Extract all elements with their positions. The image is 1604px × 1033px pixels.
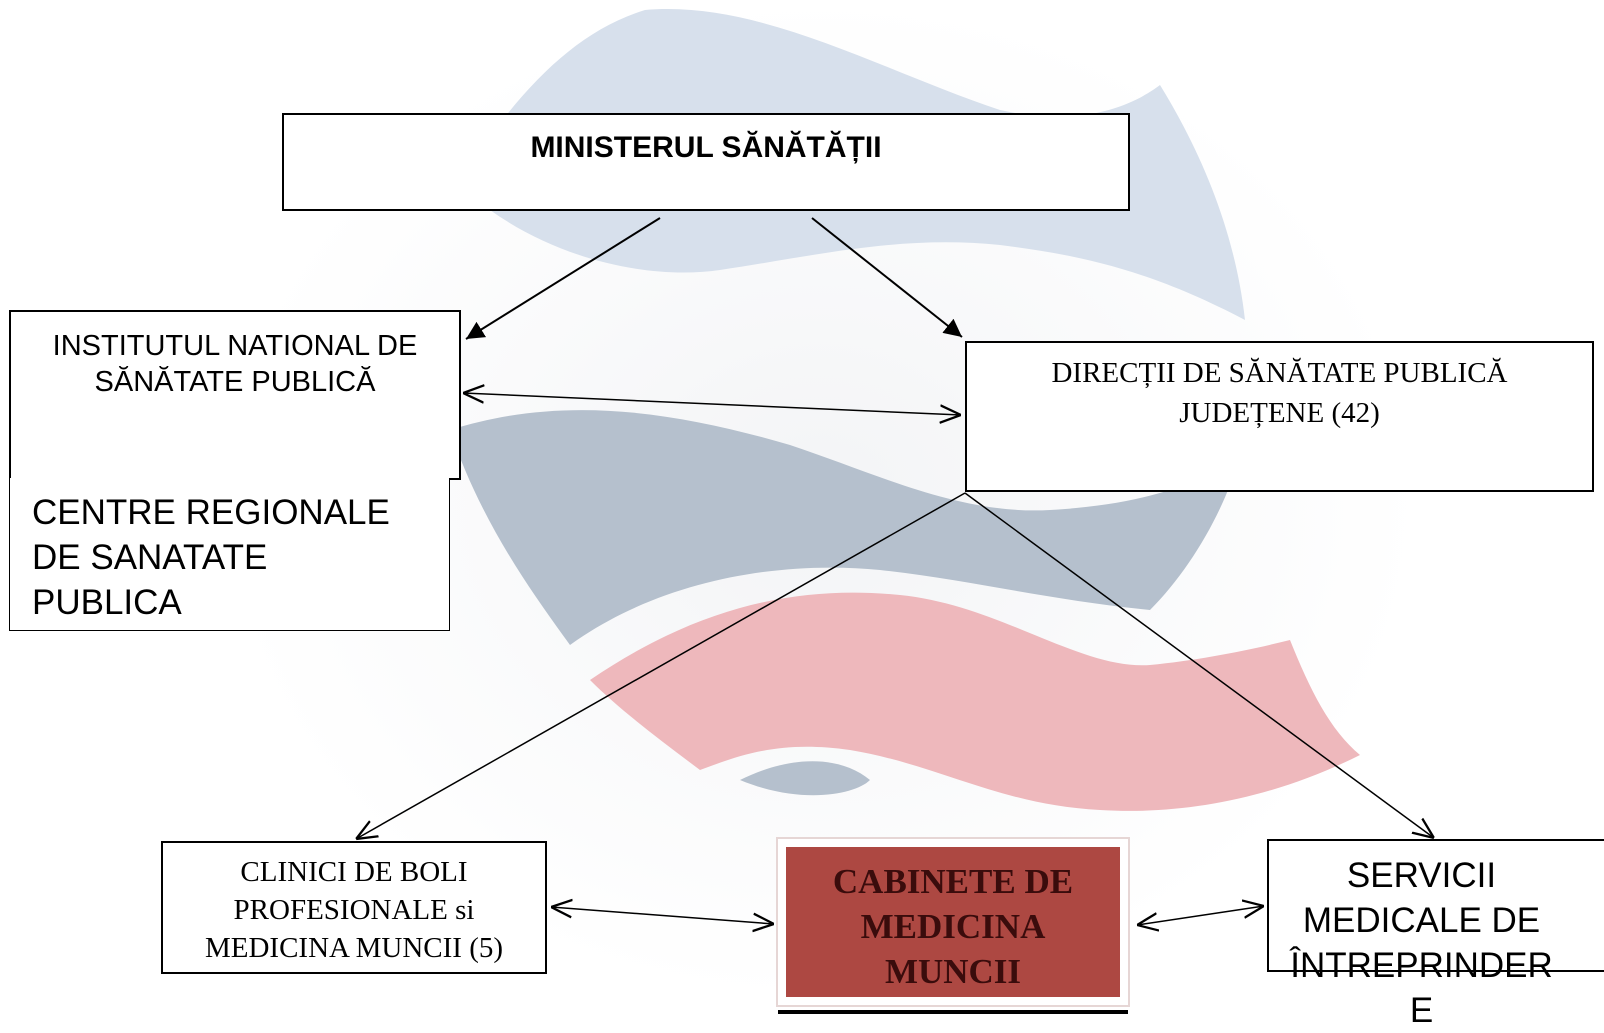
cabinets-box: CABINETE DE MEDICINA MUNCII xyxy=(776,837,1130,1007)
watermark-blue-wave-bottom xyxy=(740,761,870,796)
arrow-directorates-to-clinics xyxy=(356,492,966,839)
arrow-cabinets-services xyxy=(1137,906,1264,925)
watermark-red-wave xyxy=(590,592,1360,811)
institute-label: INSTITUTUL NATIONAL DE SĂNĂTATE PUBLICĂ xyxy=(52,330,418,398)
arrow-clinics-cabinets xyxy=(551,907,774,924)
clinics-box: CLINICI DE BOLI PROFESIONALE si MEDICINA… xyxy=(161,841,547,974)
arrow-directorates-to-services xyxy=(964,492,1434,838)
directorates-label: DIRECȚII DE SĂNĂTATE PUBLICĂ JUDEȚENE (4… xyxy=(1051,357,1508,429)
arrow-institute-directorates xyxy=(463,393,961,415)
regional-centres-label: CENTRE REGIONALE DE SANATATE PUBLICA xyxy=(32,493,390,622)
ministry-box: MINISTERUL SĂNĂTĂȚII xyxy=(282,113,1130,211)
cabinets-label: CABINETE DE MEDICINA MUNCII xyxy=(832,862,1074,991)
ministry-label: MINISTERUL SĂNĂTĂȚII xyxy=(530,131,882,164)
regional-centres-box: CENTRE REGIONALE DE SANATATE PUBLICA xyxy=(9,478,450,631)
directorates-box: DIRECȚII DE SĂNĂTATE PUBLICĂ JUDEȚENE (4… xyxy=(965,341,1594,492)
arrow-ministry-to-directorates xyxy=(811,217,963,338)
watermark-blue-wave-mid xyxy=(450,410,1240,645)
institute-box: INSTITUTUL NATIONAL DE SĂNĂTATE PUBLICĂ xyxy=(9,310,461,480)
clinics-label: CLINICI DE BOLI PROFESIONALE si MEDICINA… xyxy=(204,856,504,964)
arrow-ministry-to-institute xyxy=(465,217,661,340)
cabinets-underline xyxy=(778,1010,1128,1014)
services-box: SERVICII MEDICALE DE ÎNTREPRINDER E xyxy=(1267,839,1604,1030)
cabinets-fill xyxy=(786,847,1120,997)
